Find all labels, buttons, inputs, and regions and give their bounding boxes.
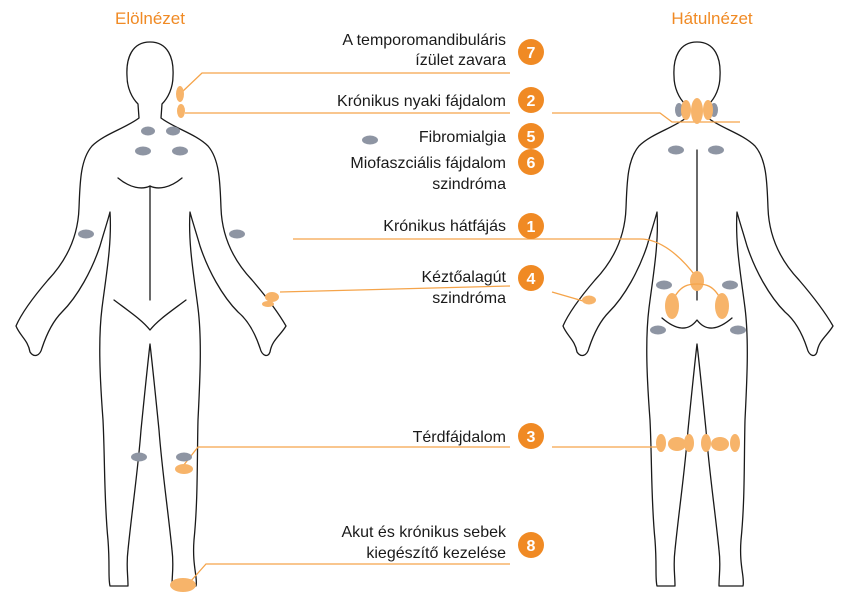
tender-point <box>131 453 147 462</box>
condition-neck: Krónikus nyaki fájdalom 2 <box>337 87 544 113</box>
neck-highlight-back <box>681 100 691 120</box>
condition-number: 7 <box>527 45 536 62</box>
tender-point <box>229 230 245 239</box>
hip-highlight <box>665 293 679 319</box>
condition-back-pain: Krónikus hátfájás 1 <box>383 213 544 239</box>
leader-line-wound <box>190 564 510 582</box>
condition-tmj: A temporomandibuláris ízület zavara 7 <box>342 32 544 69</box>
knee-highlight-back <box>730 434 740 452</box>
tender-point <box>78 230 94 239</box>
leader-line-knee-front <box>183 447 510 466</box>
hip-highlight <box>715 293 729 319</box>
condition-number: 1 <box>527 219 536 236</box>
tender-point <box>668 146 684 155</box>
tender-point <box>650 326 666 335</box>
condition-label: ízület zavara <box>415 52 506 69</box>
front-markers <box>78 86 279 592</box>
condition-label: Miofasz­ciális fájdalom <box>350 155 506 172</box>
lower-back-highlight <box>690 271 704 291</box>
condition-label: Krónikus nyaki fájdalom <box>337 93 506 110</box>
tender-point <box>730 326 746 335</box>
tmj-highlight <box>176 86 184 102</box>
back-markers <box>582 98 746 452</box>
tender-point <box>141 127 155 136</box>
condition-fibromyalgia: Fibromialgia 5 <box>362 123 544 149</box>
leader-line-tmj <box>182 73 510 92</box>
knee-highlight-front <box>175 464 193 474</box>
tender-point <box>708 146 724 155</box>
wrist-highlight-back <box>582 296 596 305</box>
condition-label: Krónikus hátfájás <box>383 218 506 235</box>
back-view-title: Hátulnézet <box>671 9 753 28</box>
condition-wounds: Akut és krónikus sebek kiegészítő kezelé… <box>341 524 544 562</box>
foot-wound-highlight <box>170 578 196 592</box>
condition-myofascial: Miofasz­ciális fájdalom szindróma 6 <box>350 149 544 193</box>
tender-point <box>656 281 672 290</box>
wrist-highlight-front <box>265 292 279 302</box>
condition-label: kiegészítő kezelése <box>366 545 506 562</box>
condition-number: 3 <box>527 429 536 446</box>
neck-highlight-back <box>703 100 713 120</box>
condition-carpal-tunnel: Kéztőalagút szindróma 4 <box>421 265 544 307</box>
condition-label: szindróma <box>432 290 506 307</box>
knee-highlight-back <box>701 434 711 452</box>
tender-point <box>172 147 188 156</box>
tender-point-legend-icon <box>362 136 378 145</box>
condition-label: Kéztőalagút <box>421 269 506 286</box>
condition-number: 4 <box>527 271 536 288</box>
neck-highlight-front <box>177 104 185 118</box>
condition-label: szindróma <box>432 176 506 193</box>
tender-point <box>176 453 192 462</box>
tender-point <box>722 281 738 290</box>
knee-highlight-back <box>711 437 729 451</box>
tender-point <box>135 147 151 156</box>
condition-number: 6 <box>527 155 536 172</box>
wrist-highlight-front <box>262 301 274 307</box>
front-view-title: Elölnézet <box>115 9 185 28</box>
knee-highlight-back <box>668 437 686 451</box>
condition-number: 2 <box>527 93 536 110</box>
neck-highlight-back <box>691 98 703 124</box>
tender-point <box>166 127 180 136</box>
condition-number: 8 <box>527 538 536 555</box>
condition-number: 5 <box>527 129 536 146</box>
front-body-outline <box>16 42 286 586</box>
condition-label: A temporomandibuláris <box>342 32 506 49</box>
knee-highlight-back <box>684 434 694 452</box>
condition-knee-pain: Térdfájdalom 3 <box>413 423 544 449</box>
condition-label: Akut és krónikus sebek <box>341 524 507 541</box>
knee-highlight-back <box>656 434 666 452</box>
condition-label: Térdfájdalom <box>413 429 506 446</box>
condition-label: Fibromialgia <box>419 129 506 146</box>
